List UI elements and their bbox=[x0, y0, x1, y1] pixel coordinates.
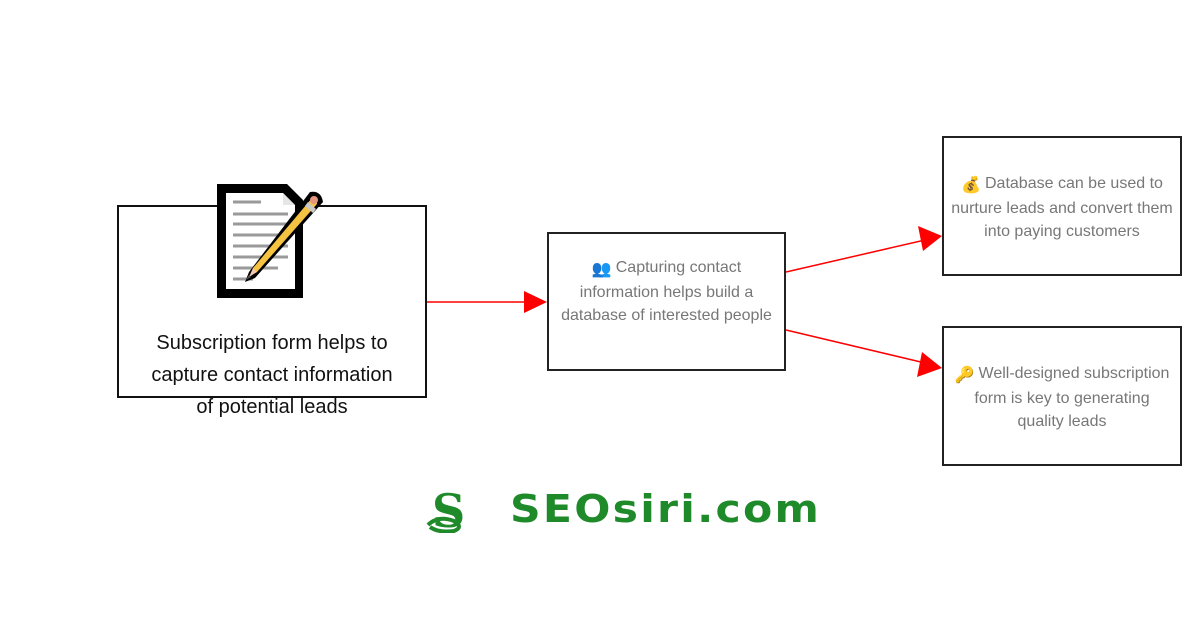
text-line: of potential leads bbox=[196, 396, 348, 418]
text-line: Subscription form helps to bbox=[156, 332, 388, 354]
node-label: Database can be used to nurture leads an… bbox=[951, 175, 1173, 240]
node-capturing-contact-info: 👥Capturing contact information helps bui… bbox=[547, 232, 786, 371]
seosiri-logo: S SEOsiri.com bbox=[424, 484, 819, 534]
node-text: 👥Capturing contact information helps bui… bbox=[549, 256, 784, 327]
edge-n1-n2 bbox=[427, 291, 547, 313]
key-icon: 🔑 bbox=[954, 367, 975, 384]
people-silhouette-icon: 👥 bbox=[591, 261, 612, 278]
edge-n2-n3 bbox=[785, 226, 942, 273]
text-line: capture contact information bbox=[151, 364, 393, 386]
seosiri-s-mark-icon: S bbox=[426, 485, 465, 533]
document-with-pencil-icon bbox=[217, 184, 323, 298]
seosiri-logo-text: SEOsiri.com bbox=[510, 487, 822, 531]
node-text: 🔑Well-designed subscription form is key … bbox=[944, 362, 1180, 433]
money-bag-icon: 💰 bbox=[961, 177, 981, 194]
node-subscription-form: Subscription form helps to capture conta… bbox=[117, 205, 427, 418]
node-well-designed-form: 🔑Well-designed subscription form is key … bbox=[942, 326, 1182, 466]
node-text: 💰Database can be used to nurture leads a… bbox=[944, 172, 1180, 243]
edge-n2-n4 bbox=[785, 329, 942, 377]
node-label: Capturing contact information helps buil… bbox=[561, 259, 772, 324]
node-database-nurture: 💰Database can be used to nurture leads a… bbox=[942, 136, 1182, 276]
node-text: Subscription form helps to capture conta… bbox=[115, 327, 429, 423]
node-label: Well-designed subscription form is key t… bbox=[974, 365, 1170, 430]
